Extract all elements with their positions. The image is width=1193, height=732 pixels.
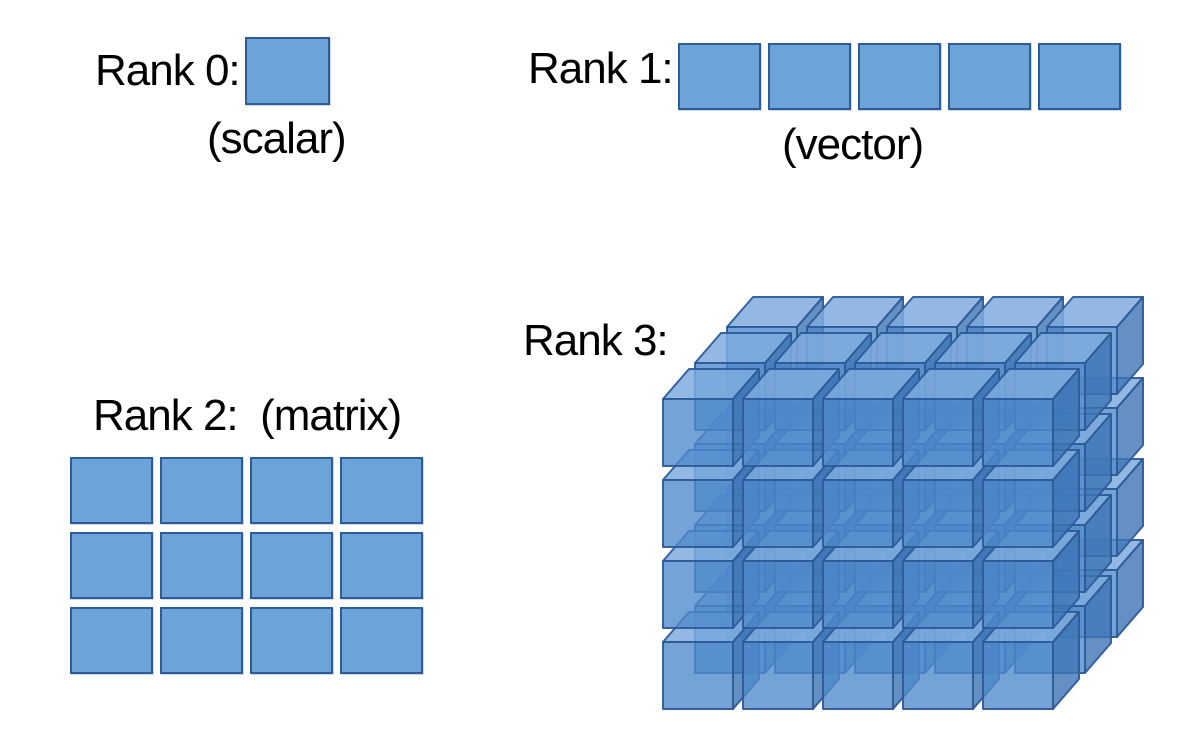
tensor-cube-unit — [982, 368, 1080, 467]
rank1-cell — [1038, 43, 1121, 110]
rank2-matrix-grid — [70, 457, 423, 674]
rank0-label: Rank 0: — [95, 46, 241, 95]
rank1-cell — [768, 43, 851, 110]
rank1-cell — [858, 43, 941, 110]
rank2-cell — [340, 532, 423, 599]
rank2-cell — [160, 532, 243, 599]
rank2-cell — [250, 457, 333, 524]
rank0-caption: (scalar) — [207, 114, 347, 163]
rank2-cell — [160, 607, 243, 674]
rank2-cell — [250, 532, 333, 599]
rank3-tensor-cube — [662, 296, 1144, 710]
tensor-cube-unit — [742, 368, 840, 467]
rank2-cell — [160, 457, 243, 524]
rank2-cell — [340, 457, 423, 524]
tensor-cube-unit — [662, 368, 760, 467]
rank1-label: Rank 1: — [528, 44, 674, 93]
rank2-cell — [250, 607, 333, 674]
rank2-cell — [340, 607, 423, 674]
rank1-cell — [948, 43, 1031, 110]
rank0-scalar-square — [245, 37, 330, 105]
rank2-label: Rank 2: (matrix) — [93, 391, 402, 440]
rank2-cell — [70, 457, 153, 524]
rank1-vector-row — [678, 43, 1121, 110]
rank1-cell — [678, 43, 761, 110]
rank3-label: Rank 3: — [523, 316, 669, 365]
rank2-cell — [70, 607, 153, 674]
rank2-cell — [70, 532, 153, 599]
rank1-caption: (vector) — [782, 120, 924, 169]
